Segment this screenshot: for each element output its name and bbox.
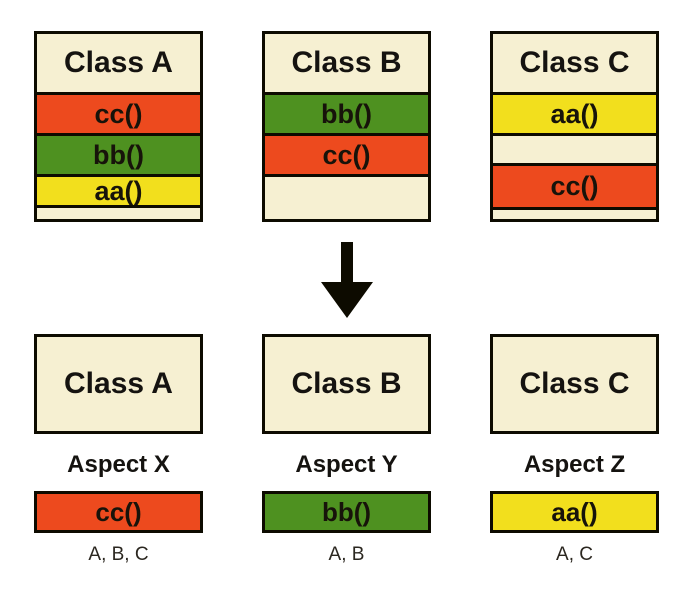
class-b-title: Class B <box>291 367 402 400</box>
aspect-z-title: Aspect Z <box>523 451 626 478</box>
class-a-after-box: Class A <box>34 334 203 434</box>
down-arrow-icon <box>321 242 373 318</box>
class-c-before-box: Class C aa() cc() <box>490 31 659 222</box>
class-a-before-box: Class A cc() bb() aa() <box>34 31 203 222</box>
method-cc-row: cc() <box>37 92 200 133</box>
aspect-z-method-box: aa() <box>490 491 659 533</box>
aspect-z-classes-caption: A, C <box>556 544 593 565</box>
class-b-title: Class B <box>291 46 402 79</box>
aspect-x-method-box: cc() <box>34 491 203 533</box>
aspect-x-title: Aspect X <box>67 451 170 478</box>
method-aa-row: aa() <box>493 92 656 133</box>
class-c-title: Class C <box>519 46 630 79</box>
method-cc-row: cc() <box>265 133 428 174</box>
empty-compartment <box>493 133 656 163</box>
method-cc-row: cc() <box>493 163 656 207</box>
aspect-y-title: Aspect Y <box>295 451 398 478</box>
class-c-after-box: Class C <box>490 334 659 434</box>
method-aa-row: aa() <box>37 174 200 206</box>
empty-compartment <box>37 205 200 219</box>
empty-compartment <box>493 207 656 219</box>
empty-compartment <box>265 174 428 219</box>
aspect-y-classes-caption: A, B <box>328 544 365 565</box>
aspect-y-method-box: bb() <box>262 491 431 533</box>
class-b-after-box: Class B <box>262 334 431 434</box>
class-b-before-box: Class B bb() cc() <box>262 31 431 222</box>
class-a-title: Class A <box>64 367 173 400</box>
class-a-title: Class A <box>64 46 173 79</box>
aspect-x-classes-caption: A, B, C <box>88 544 149 565</box>
method-bb-row: bb() <box>265 92 428 133</box>
class-c-title: Class C <box>519 367 630 400</box>
method-bb-row: bb() <box>37 133 200 174</box>
